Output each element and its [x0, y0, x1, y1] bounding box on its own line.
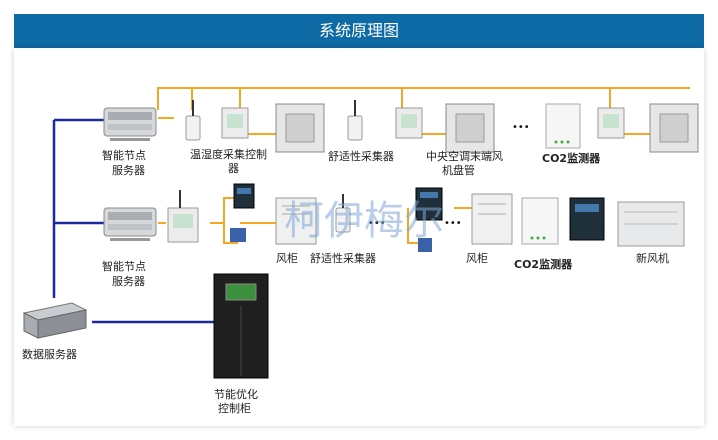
label-thc-b: 器 — [228, 162, 239, 175]
thermostat-row1b — [395, 107, 423, 139]
comfort-sensor-row2 — [335, 194, 351, 233]
co2-sensor-row1 — [545, 103, 581, 149]
vfd-row2b — [415, 187, 443, 221]
label-smart-node-1b: 服务器 — [112, 164, 145, 177]
fcu-diffuser-1 — [275, 103, 325, 153]
label-co2-row2: CO2监测器 — [514, 257, 573, 271]
vfd-row2c — [569, 197, 605, 241]
row1-top-bus — [157, 87, 690, 110]
smart-node-server-2 — [103, 207, 157, 241]
energy-cabinet-icon — [213, 273, 269, 379]
network-bus — [52, 118, 214, 324]
label-ahu-row2a: 风柜 — [276, 252, 298, 265]
label-smart-node-2b: 服务器 — [112, 275, 145, 288]
ellipsis-row2b: ••• — [444, 218, 462, 229]
label-fcu-b: 机盘管 — [442, 163, 475, 177]
label-fcu-a: 中央空调末端风 — [426, 149, 503, 163]
diagram-panel: ••• ••• ••• 柯伊梅尔 智能节点 服务器 智能节点 服务器 数据服务器… — [14, 48, 704, 426]
ellipsis-row2a: ••• — [368, 218, 386, 229]
page-title: 系统原理图 — [14, 14, 704, 48]
ellipsis-row1: ••• — [512, 122, 530, 133]
thermostat-wireless-row2 — [167, 190, 199, 243]
label-energy-cabinet-a: 节能优化 — [214, 387, 258, 401]
fresh-air-unit — [617, 201, 685, 247]
label-ahu-row2b: 风柜 — [466, 252, 488, 265]
thc-antenna-sensor — [185, 100, 201, 141]
watermark: 柯伊梅尔 — [284, 198, 444, 244]
system-diagram: ••• ••• ••• 柯伊梅尔 智能节点 服务器 智能节点 服务器 数据服务器… — [22, 87, 699, 415]
label-co2-row1: CO2监测器 — [542, 151, 601, 165]
thermostat-row1c — [597, 107, 625, 139]
label-fresh-air: 新风机 — [636, 251, 669, 265]
label-comfort-row2: 舒适性采集器 — [310, 251, 376, 265]
label-comfort-row1: 舒适性采集器 — [328, 149, 394, 163]
ahu-row2a — [275, 197, 317, 245]
co2-sensor-row2 — [521, 197, 559, 245]
smart-node-server-1 — [103, 107, 157, 141]
label-energy-cabinet-b: 控制柜 — [218, 401, 251, 415]
label-data-server: 数据服务器 — [22, 347, 77, 361]
fcu-diffuser-2 — [445, 103, 495, 153]
fcu-diffuser-3 — [649, 103, 699, 153]
comfort-sensor-row1 — [347, 100, 363, 141]
label-thc-a: 温湿度采集控制 — [190, 147, 267, 161]
valve-row2a — [230, 228, 246, 242]
vfd-row2a — [233, 183, 255, 209]
ahu-row2b — [471, 193, 513, 245]
label-smart-node-1a: 智能节点 — [102, 148, 146, 162]
thermostat-row1 — [221, 107, 249, 139]
label-smart-node-2a: 智能节点 — [102, 259, 146, 273]
valve-row2b — [418, 238, 432, 252]
data-server-icon — [22, 302, 88, 339]
